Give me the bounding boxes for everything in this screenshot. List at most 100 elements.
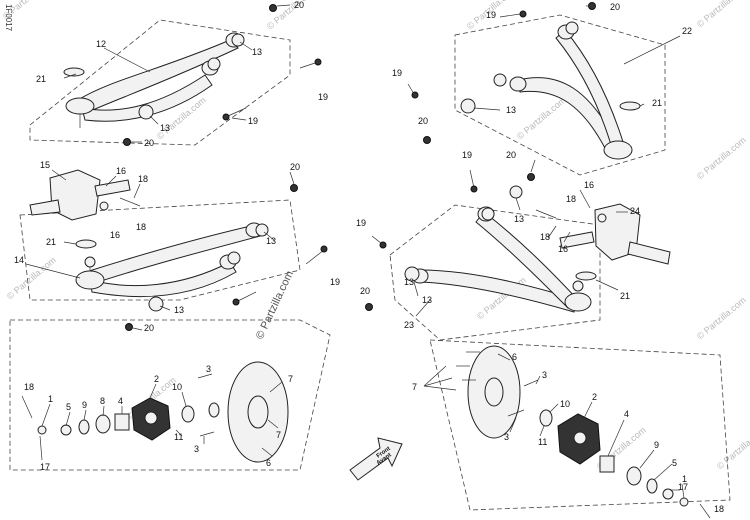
callout-13: 13 — [160, 123, 170, 133]
callout-19: 19 — [486, 10, 496, 20]
callout-23: 23 — [404, 320, 414, 330]
callout-4: 4 — [118, 396, 123, 406]
nut-20 — [423, 136, 431, 144]
callout-16: 16 — [584, 180, 594, 190]
callout-8: 8 — [100, 396, 105, 406]
callout-24: 24 — [630, 206, 640, 216]
brake-disc-left — [227, 361, 289, 463]
callout-3: 3 — [194, 444, 199, 454]
callout-13: 13 — [506, 105, 516, 115]
callout-13: 13 — [514, 214, 524, 224]
callout-13: 13 — [422, 295, 432, 305]
upper-a-arm-right — [509, 24, 633, 160]
frame-hub-right — [429, 339, 731, 511]
callout-15: 15 — [40, 160, 50, 170]
hub-assembly-left — [21, 373, 220, 441]
callout-18: 18 — [714, 504, 724, 514]
assembly-frames — [9, 14, 731, 511]
frame-lower-arm-right — [389, 204, 601, 341]
nut-20 — [527, 173, 535, 181]
drawing-code: 1F0017 — [4, 4, 13, 32]
nut-20 — [123, 138, 131, 146]
retaining-ring-21 — [75, 239, 97, 249]
callout-3: 3 — [504, 432, 509, 442]
callout-5: 5 — [66, 402, 71, 412]
hub-assembly-right — [456, 351, 711, 519]
callout-3: 3 — [542, 370, 547, 380]
watermark: © Partzilla.com — [695, 0, 748, 30]
steering-knuckle-left — [29, 169, 141, 221]
nut-20 — [365, 303, 373, 311]
callout-20: 20 — [144, 138, 154, 148]
callout-21: 21 — [46, 237, 56, 247]
callout-19: 19 — [462, 150, 472, 160]
watermark: © Partzilla.com — [695, 295, 748, 342]
watermark: © Partzilla.com — [715, 425, 750, 472]
callout-3: 3 — [206, 364, 211, 374]
bushings-13-upper-left — [138, 33, 245, 120]
callout-18: 18 — [138, 174, 148, 184]
callout-16: 16 — [110, 230, 120, 240]
callout-10: 10 — [172, 382, 182, 392]
callout-21: 21 — [36, 74, 46, 84]
bolts-19-right-lower — [371, 169, 478, 249]
callout-2: 2 — [154, 374, 159, 384]
callout-20: 20 — [144, 323, 154, 333]
callout-4: 4 — [624, 409, 629, 419]
callout-10: 10 — [560, 399, 570, 409]
frame-lower-arm-left — [19, 199, 301, 301]
callout-9: 9 — [654, 440, 659, 450]
callout-7: 7 — [412, 382, 417, 392]
callout-19: 19 — [330, 277, 340, 287]
callout-13: 13 — [266, 236, 276, 246]
callout-18: 18 — [566, 194, 576, 204]
callout-16: 16 — [558, 244, 568, 254]
callout-13: 13 — [174, 305, 184, 315]
bolts-19-left-upper — [222, 58, 322, 121]
callout-20: 20 — [290, 162, 300, 172]
callout-17: 17 — [678, 482, 688, 492]
callout-9: 9 — [82, 400, 87, 410]
callout-7: 7 — [276, 430, 281, 440]
callout-1: 1 — [48, 394, 53, 404]
callout-12: 12 — [96, 39, 106, 49]
callout-18: 18 — [540, 232, 550, 242]
callout-16: 16 — [116, 166, 126, 176]
retaining-ring-21 — [619, 101, 641, 111]
frame-upper-arm-left — [29, 19, 291, 146]
callout-19: 19 — [248, 116, 258, 126]
watermark: © Partzilla.com — [5, 255, 58, 302]
callout-5: 5 — [672, 458, 677, 468]
nut-20 — [290, 184, 298, 192]
callout-19: 19 — [318, 92, 328, 102]
steering-knuckle-right — [535, 203, 671, 265]
bushings-13-upper-right — [460, 21, 579, 114]
bolts-19-left-lower — [232, 245, 328, 306]
watermark: © Partzilla.com — [695, 135, 748, 182]
retaining-ring-21 — [63, 67, 85, 77]
frame-upper-arm-right — [454, 14, 666, 176]
retaining-ring-21 — [575, 271, 597, 281]
callout-19: 19 — [356, 218, 366, 228]
callout-6: 6 — [512, 352, 517, 362]
callout-7: 7 — [288, 374, 293, 384]
callout-20: 20 — [418, 116, 428, 126]
callout-11: 11 — [174, 432, 183, 442]
callout-20: 20 — [360, 286, 370, 296]
callout-labels: 20 12 13 21 19 13 19 20 15 16 18 16 18 2… — [14, 0, 724, 514]
callout-20: 20 — [610, 2, 620, 12]
callout-20: 20 — [294, 0, 304, 10]
leader-lines — [25, 4, 685, 499]
callout-14: 14 — [14, 255, 24, 265]
bushings-13-lower-right — [404, 185, 523, 282]
callout-19: 19 — [392, 68, 402, 78]
callout-6: 6 — [266, 458, 271, 468]
callout-21: 21 — [620, 291, 630, 301]
upper-a-arm-left — [65, 32, 243, 128]
bolts-19-right-upper — [407, 10, 527, 99]
watermark: © Partzilla.com — [515, 95, 568, 142]
watermark-center: © Partzilla.com — [254, 269, 296, 341]
callout-18: 18 — [136, 222, 146, 232]
